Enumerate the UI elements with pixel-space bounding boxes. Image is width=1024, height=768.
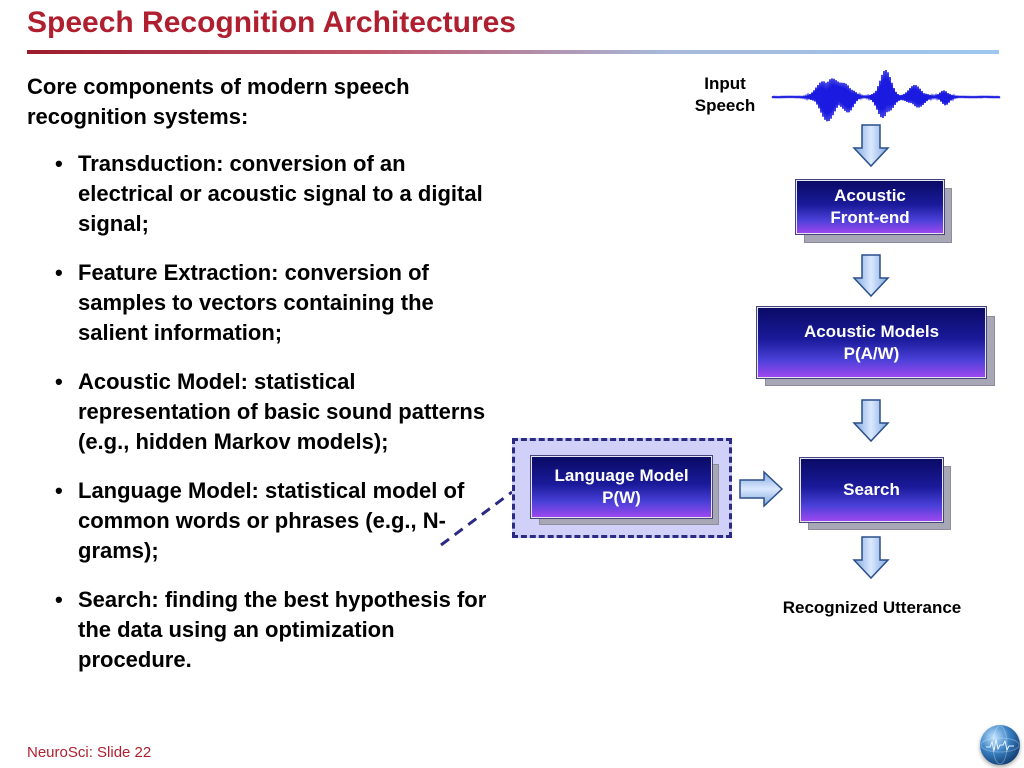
acoustic-frontend-line1: Acoustic (834, 186, 906, 205)
list-item: • Feature Extraction: conversion of samp… (27, 258, 489, 348)
down-arrow-icon (852, 124, 890, 168)
search-box: Search (799, 457, 944, 523)
list-item: • Transduction: conversion of an electri… (27, 149, 489, 239)
intro-text: Core components of modern speech recogni… (27, 74, 410, 129)
right-arrow-icon (739, 470, 784, 508)
slide-title: Speech Recognition Architectures (27, 6, 516, 39)
list-item: • Language Model: statistical model of c… (27, 476, 489, 566)
recognized-utterance-label: Recognized Utterance (782, 598, 962, 617)
speech-waveform-icon (771, 69, 1001, 122)
waveform-trace (771, 69, 1001, 122)
down-arrow-icon (852, 254, 890, 298)
bullet-icon: • (55, 478, 63, 503)
bullet-text-language-model: Language Model: statistical model of com… (78, 478, 465, 563)
bullet-text-feature-extraction: Feature Extraction: conversion of sample… (78, 260, 434, 345)
bullet-text-acoustic-model: Acoustic Model: statistical representati… (78, 369, 486, 454)
bullet-text-search: Search: finding the best hypothesis for … (78, 587, 487, 672)
components-list: • Transduction: conversion of an electri… (27, 149, 489, 675)
down-arrow-icon (852, 536, 890, 580)
search-label: Search (843, 480, 900, 499)
input-label-line1: Input (704, 74, 746, 93)
bullet-icon: • (55, 260, 63, 285)
down-arrow-icon (852, 399, 890, 443)
acoustic-models-line1: Acoustic Models (803, 321, 940, 341)
language-model-line1: Language Model (554, 466, 689, 485)
bullet-text-transduction: Transduction: conversion of an electrica… (78, 151, 483, 236)
acoustic-frontend-box: Acoustic Front-end (795, 179, 945, 235)
bullet-icon: • (55, 151, 63, 176)
list-item: • Search: finding the best hypothesis fo… (27, 585, 489, 675)
bullet-icon: • (55, 587, 63, 612)
components-panel: Core components of modern speech recogni… (27, 72, 489, 694)
bullet-icon: • (55, 369, 63, 394)
globe-logo-icon (980, 725, 1020, 765)
acoustic-frontend-line2: Front-end (830, 208, 910, 227)
language-model-box: Language Model P(W) (530, 455, 713, 519)
slide-footer: NeuroSci: Slide 22 (27, 744, 152, 761)
input-speech-label: Input Speech (680, 73, 770, 117)
list-item: • Acoustic Model: statistical representa… (27, 367, 489, 457)
acoustic-models-box: Acoustic Models P(A/W) (756, 306, 987, 379)
language-model-line2: P(W) (602, 488, 641, 507)
input-label-line2: Speech (694, 96, 756, 115)
title-divider (27, 50, 999, 54)
acoustic-models-line2: P(A/W) (843, 343, 900, 363)
